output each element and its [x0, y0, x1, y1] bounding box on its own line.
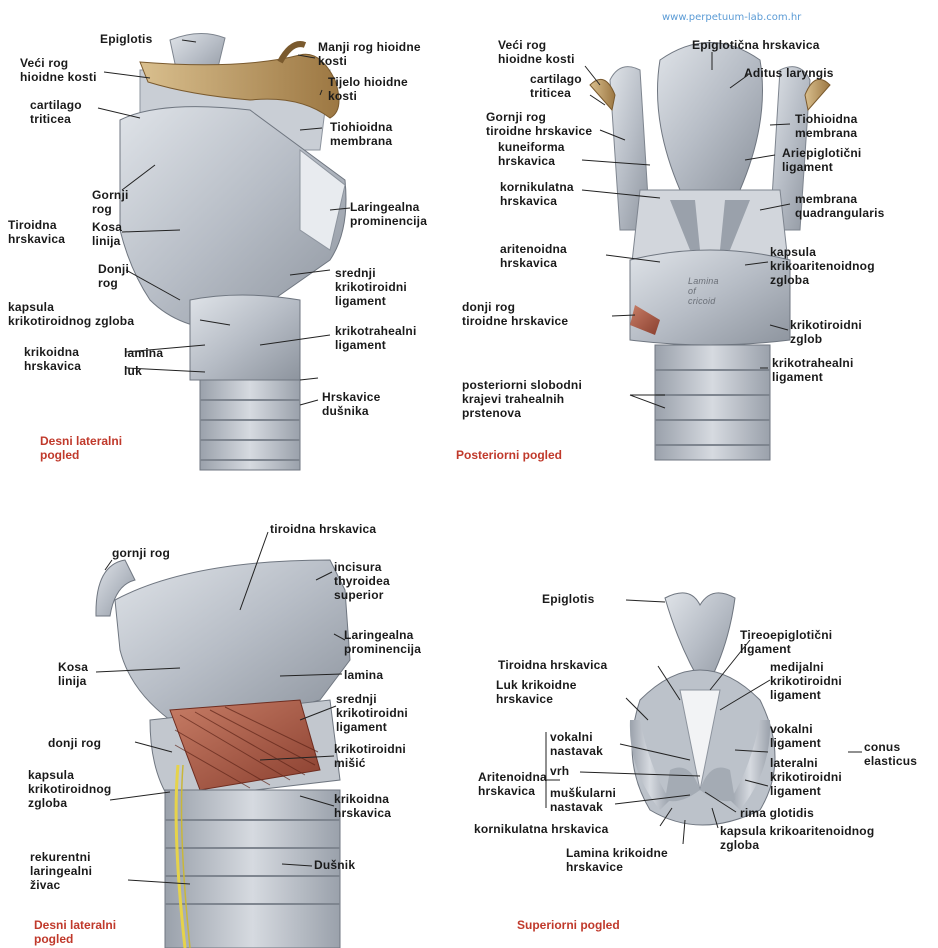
label-kapsula: kapsula krikotiroidnog zgloba — [8, 300, 134, 328]
label-gornji-rog-bottom: gornji rog — [112, 546, 170, 560]
label-srednji-bottom: srednji krikotiroidni ligament — [336, 692, 408, 734]
label-kuneiforma: kuneiforma hrskavica — [498, 140, 565, 168]
label-lamina: lamina — [124, 346, 163, 360]
larynx-lateral-view-bottom — [96, 532, 350, 948]
label-manji-rog: Manji rog hioidne kosti — [318, 40, 421, 68]
label-laringealna: Laringealna prominencija — [350, 200, 427, 228]
label-gornji-rog: Gornji rog — [92, 188, 129, 216]
label-kapsula-sup: kapsula krikoaritenoidnog zgloba — [720, 824, 874, 852]
label-cartilago: cartilago triticea — [30, 98, 82, 126]
label-krikotrahealni: krikotrahealni ligament — [335, 324, 417, 352]
label-vokalni-ligament: vokalni ligament — [770, 722, 821, 750]
label-posteriorni: posteriorni slobodni krajevi trahealnih … — [462, 378, 582, 420]
label-lamina-bottom: lamina — [344, 668, 383, 682]
label-aritenoidna-sup: Aritenoidna hrskavica — [478, 770, 547, 798]
label-krikoidna: krikoidna hrskavica — [24, 345, 81, 373]
caption-posteriorni: Posteriorni pogled — [456, 448, 562, 462]
label-membrana-quadrangularis: membrana quadrangularis — [795, 192, 884, 220]
label-kornikulatna-post: kornikulatna hrskavica — [500, 180, 574, 208]
label-luk-krikoidne: Luk krikoidne hrskavice — [496, 678, 577, 706]
label-tiohioidna-post: Tiohioidna membrana — [795, 112, 857, 140]
label-tiroidna: Tiroidna hrskavica — [8, 218, 65, 246]
label-epiglotis-sup: Epiglotis — [542, 592, 594, 606]
label-donji-rog-bottom: donji rog — [48, 736, 101, 750]
label-cartilago-post: cartilago triticea — [530, 72, 582, 100]
label-srednji: srednji krikotiroidni ligament — [335, 266, 407, 308]
label-kapsula-ka: kapsula krikoaritenoidnog zgloba — [770, 245, 875, 287]
label-tijelo: Tijelo hioidne kosti — [328, 75, 408, 103]
label-hrskavice-dusnika: Hrskavice dušnika — [322, 390, 381, 418]
label-rima: rima glotidis — [740, 806, 814, 820]
label-krikotiroidni-zglob: krikotiroidni zglob — [790, 318, 862, 346]
label-veci-rog: Veći rog hioidne kosti — [20, 56, 97, 84]
larynx-lateral-view-top — [98, 33, 350, 470]
label-laringealna-bottom: Laringealna prominencija — [344, 628, 421, 656]
label-kapsula-bottom: kapsula krikotiroidnog zgloba — [28, 768, 111, 810]
label-incisura: incisura thyroidea superior — [334, 560, 390, 602]
label-dusnik: Dušnik — [314, 858, 355, 872]
caption-desni-lateralni: Desni lateralni pogled — [40, 434, 122, 462]
label-kornikulatna-sup: kornikulatna hrskavica — [474, 822, 608, 836]
label-tiroidna-sup: Tiroidna hrskavica — [498, 658, 607, 672]
label-epiglotis: Epiglotis — [100, 32, 152, 46]
label-miskularni: mušk̈ularni nastavak — [550, 786, 616, 814]
label-luk: luk — [124, 364, 142, 378]
label-epiglotiecna: Epiglotična hrskavica — [692, 38, 820, 52]
label-donji-rog-post: donji rog tiroidne hrskavice — [462, 300, 568, 328]
label-donji-rog: Donji rog — [98, 262, 129, 290]
label-lamina-krikoidne: Lamina krikoidne hrskavice — [566, 846, 668, 874]
label-rekurentni: rekurentni laringealni živac — [30, 850, 92, 892]
label-aritenoidna-post: aritenoidna hrskavica — [500, 242, 567, 270]
label-ariepiglotični: Ariepiglotični ligament — [782, 146, 861, 174]
label-kosa-linija-bottom: Kosa linija — [58, 660, 88, 688]
caption-desni-lateralni-2: Desni lateralni pogled — [34, 918, 116, 946]
label-vrh: vrh — [550, 764, 569, 778]
caption-superiorni: Superiorni pogled — [517, 918, 620, 932]
label-gornji-rog-post: Gornji rog tiroidne hrskavice — [486, 110, 592, 138]
label-tireoepiglot: Tireoepiglotični ligament — [740, 628, 832, 656]
label-tiohioidna: Tiohioidna membrana — [330, 120, 392, 148]
watermark: www.perpetuum-lab.com.hr — [662, 12, 801, 23]
label-kosa-linija: Kosa linija — [92, 220, 122, 248]
label-conus: conus elasticus — [864, 740, 917, 768]
label-tiroidna-bottom: tiroidna hrskavica — [270, 522, 376, 536]
label-krikotrahealni-post: krikotrahealni ligament — [772, 356, 854, 384]
label-aditus: Aditus laryngis — [744, 66, 834, 80]
label-medijalni: medijalni krikotiroidni ligament — [770, 660, 842, 702]
label-vokalni-nastavak: vokalni nastavak — [550, 730, 603, 758]
label-lamina-cricoid: Lamina of cricoid — [688, 276, 719, 306]
label-lateralni: lateralni krikotiroidni ligament — [770, 756, 842, 798]
label-krikoidna-bottom: krikoidna hrskavica — [334, 792, 391, 820]
label-veci-rog-post: Veći rog hioidne kosti — [498, 38, 575, 66]
label-krikotiroidni-misic: krikotiroidni mišić — [334, 742, 406, 770]
